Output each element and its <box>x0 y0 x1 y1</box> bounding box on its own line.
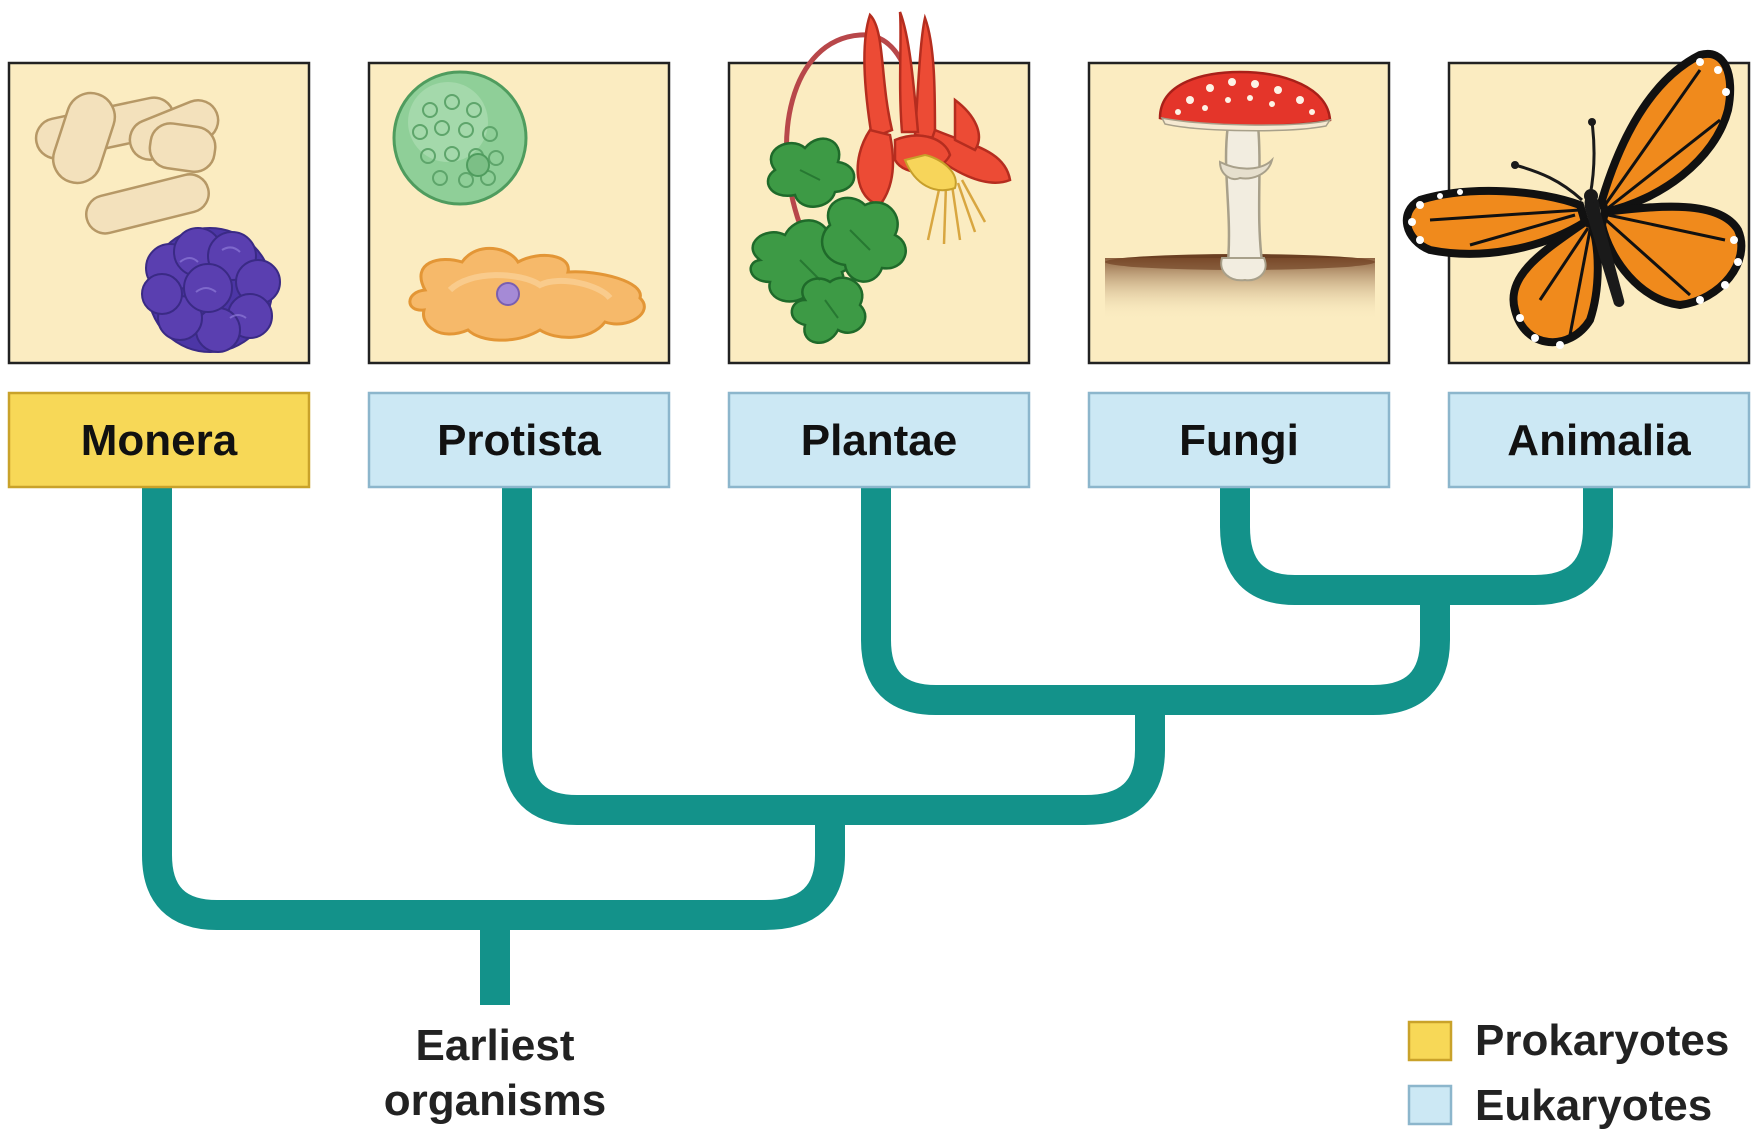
branch-fungi-animalia <box>1235 487 1598 590</box>
kingdom-panel-protista <box>369 63 669 363</box>
kingdom-label-monera: Monera <box>9 393 309 487</box>
kingdom-label-fungi: Fungi <box>1089 393 1389 487</box>
kingdom-panel-animalia <box>1407 54 1749 363</box>
kingdom-panel-plantae <box>729 12 1029 363</box>
root-label: Earliest organisms <box>384 1021 607 1125</box>
kingdom-name-monera: Monera <box>81 416 238 465</box>
kingdom-label-animalia: Animalia <box>1449 393 1749 487</box>
kingdom-illustrations <box>9 12 1749 363</box>
kingdom-panel-fungi <box>1089 63 1389 363</box>
legend: Prokaryotes Eukaryotes <box>1409 1016 1729 1130</box>
root-label-line1: Earliest <box>416 1021 575 1070</box>
legend-label-eukaryotes: Eukaryotes <box>1475 1081 1712 1130</box>
legend-swatch-eukaryotes <box>1409 1086 1451 1124</box>
kingdom-label-plantae: Plantae <box>729 393 1029 487</box>
legend-label-prokaryotes: Prokaryotes <box>1475 1016 1729 1065</box>
kingdom-name-animalia: Animalia <box>1507 416 1691 465</box>
kingdom-labels: Monera Protista Plantae Fungi Animalia <box>9 393 1749 487</box>
kingdom-label-protista: Protista <box>369 393 669 487</box>
legend-swatch-prokaryotes <box>1409 1022 1451 1060</box>
branch-protista-rest <box>517 487 1150 810</box>
kingdom-name-plantae: Plantae <box>801 416 958 465</box>
phylogenetic-tree <box>157 487 1598 1005</box>
branch-monera-rest <box>157 487 830 915</box>
root-label-line2: organisms <box>384 1076 607 1125</box>
kingdom-name-protista: Protista <box>437 416 601 465</box>
kingdom-name-fungi: Fungi <box>1179 416 1299 465</box>
kingdom-panel-monera <box>9 63 309 363</box>
